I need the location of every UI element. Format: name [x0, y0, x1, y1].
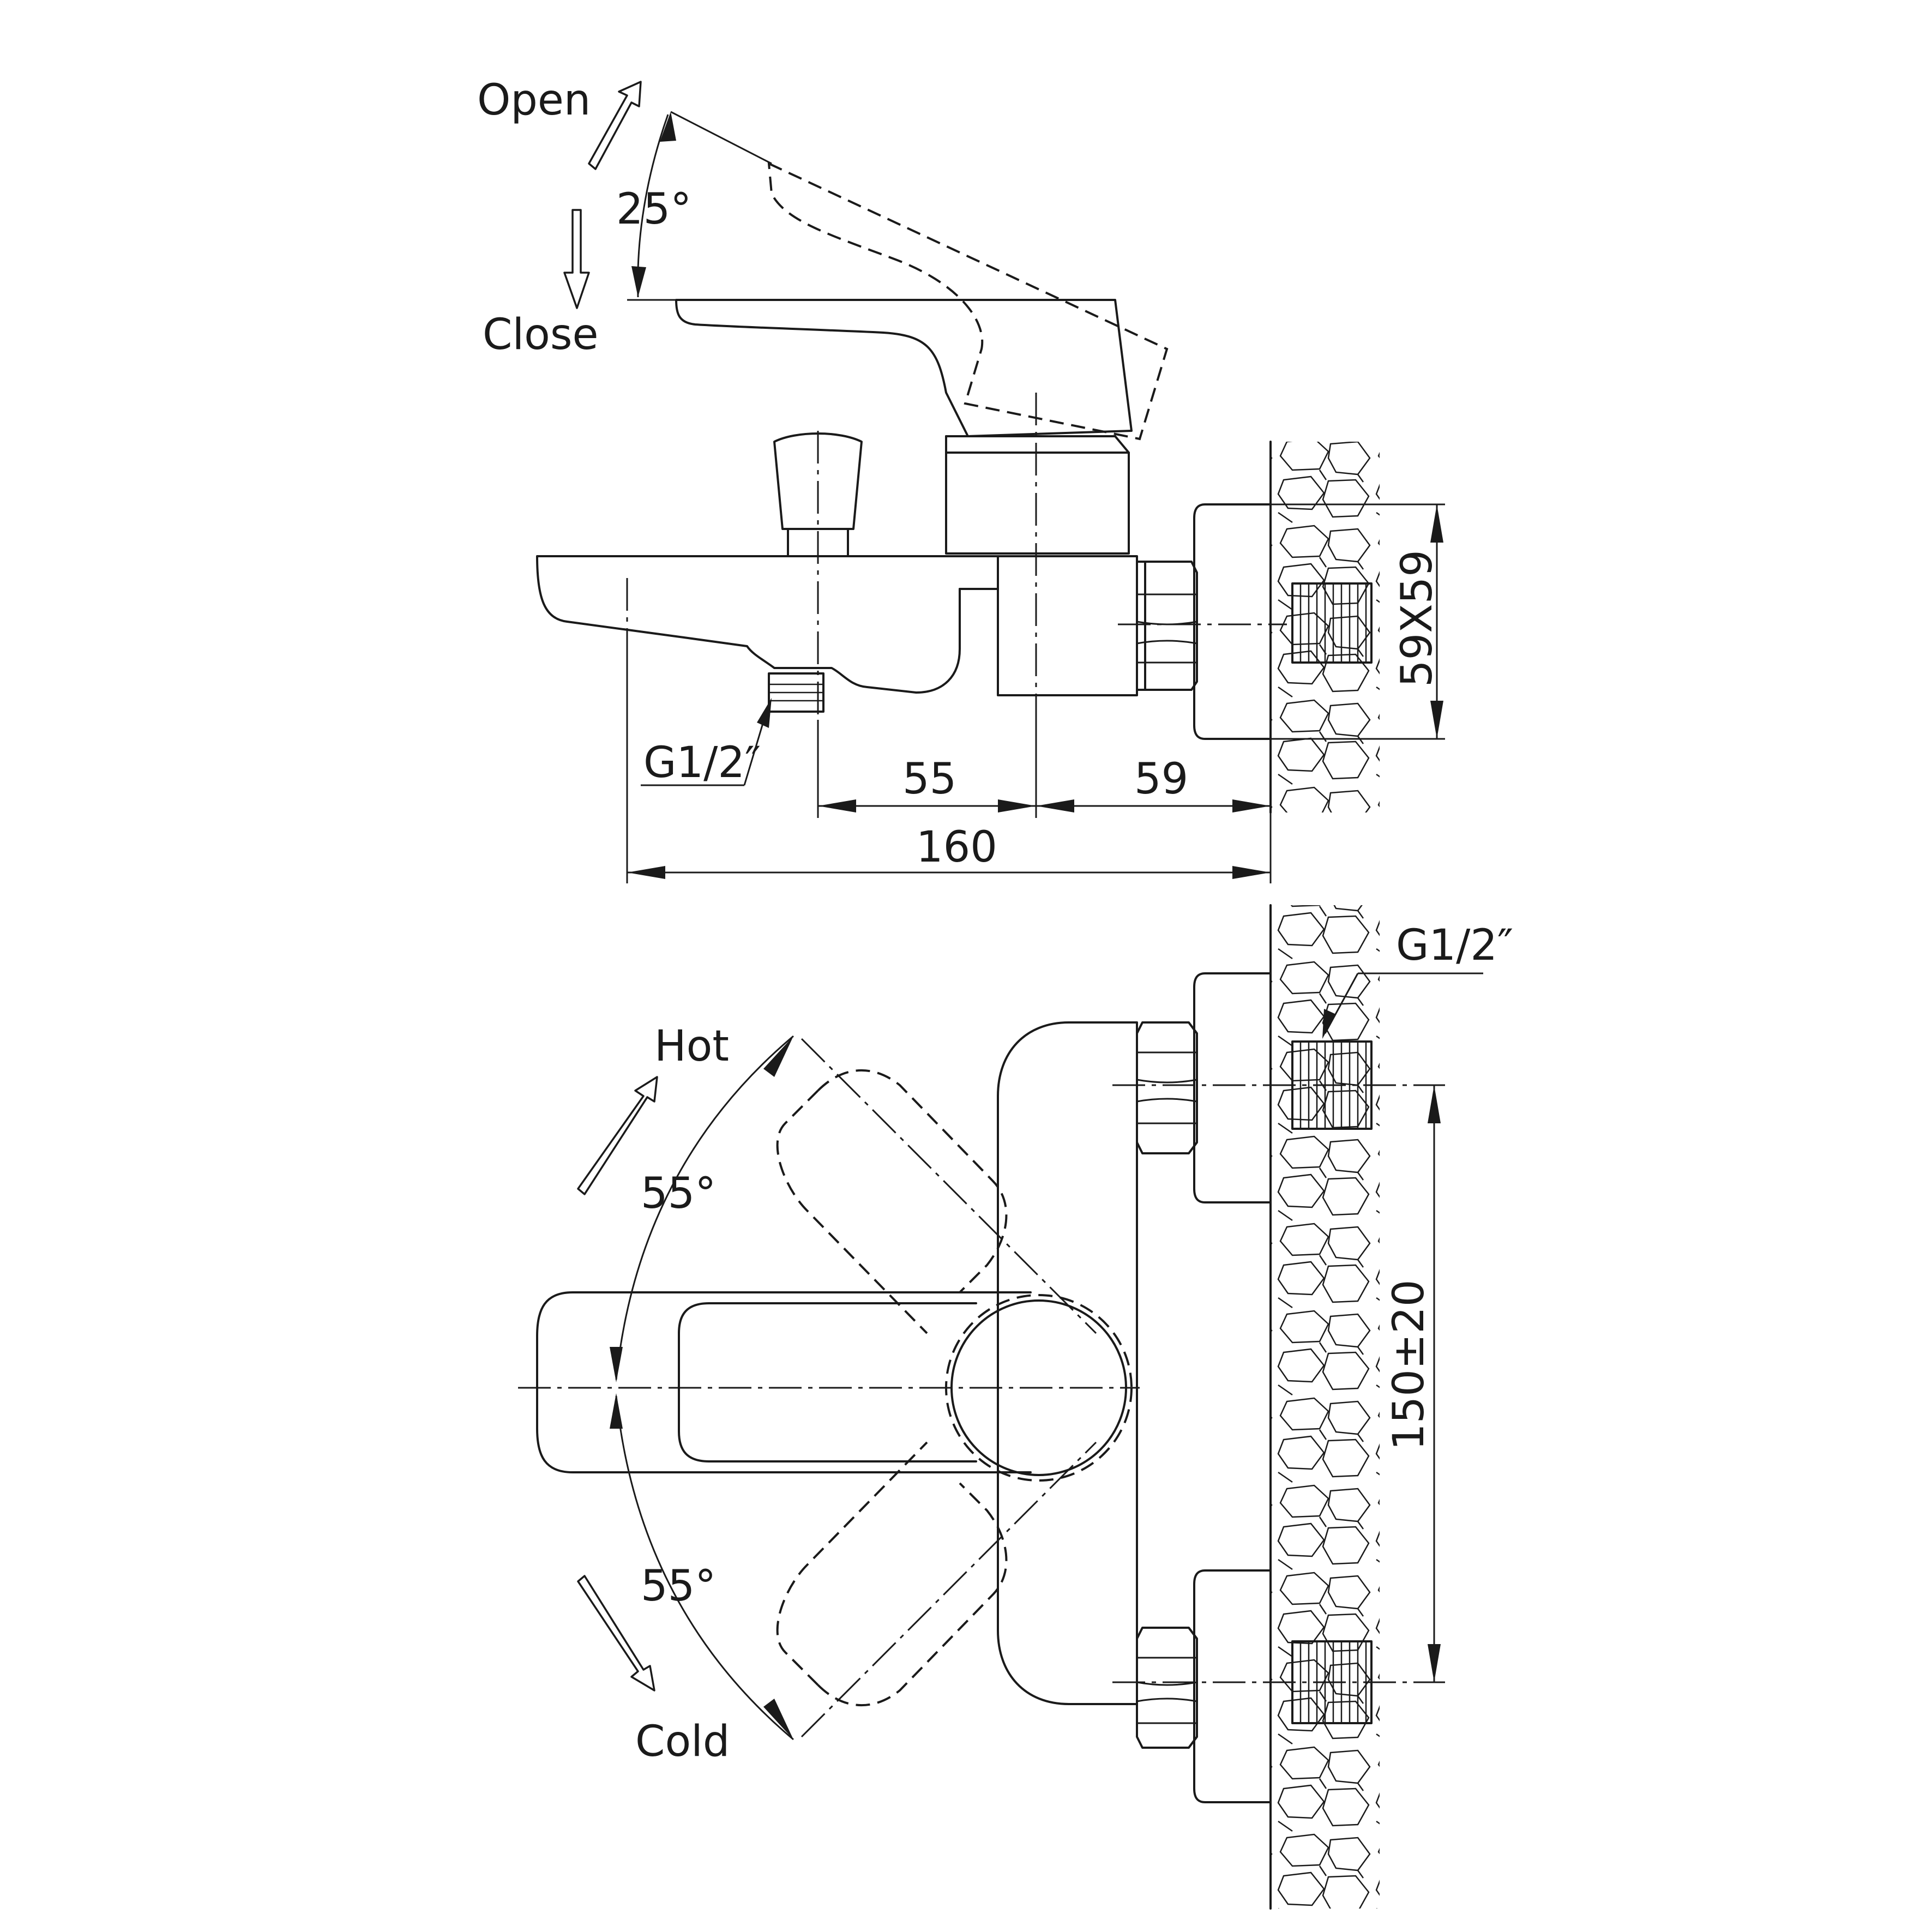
- cartridge-body: [945, 452, 1130, 555]
- hex-nut-side: [1136, 561, 1198, 691]
- cold-label: Cold: [635, 1717, 730, 1766]
- open-label: Open: [477, 76, 591, 125]
- cold-arrow-icon: [577, 1575, 655, 1692]
- lever-cold: [817, 1482, 1008, 1707]
- wall-flange-upper: [1193, 972, 1272, 1203]
- flange-size-label: 59X59: [1393, 550, 1442, 687]
- hot-label: Hot: [654, 1022, 729, 1071]
- lever-center: [536, 1291, 1032, 1473]
- wall-inlet-thread-upper: [1291, 1040, 1373, 1130]
- lever-hot: [817, 1069, 1008, 1293]
- lever-closed: [675, 299, 1133, 437]
- diverter-knob: [773, 432, 863, 530]
- hex-nut-top-lower: [1136, 1627, 1198, 1749]
- open-arrow-icon: [588, 81, 642, 170]
- inlet-thread-label: G1/2″: [1396, 921, 1513, 970]
- dim-55-label: 55: [902, 755, 956, 804]
- lever-open: [767, 161, 1169, 441]
- hot-angle-label: 55°: [641, 1169, 716, 1218]
- wall-flange-lower: [1193, 1569, 1272, 1803]
- inlet-spacing-label: 150±20: [1385, 1280, 1434, 1451]
- spout-body: [536, 555, 1138, 696]
- wall-inlet-thread-lower: [1291, 1640, 1373, 1724]
- top-view: [518, 972, 1445, 1803]
- outlet-thread-label: G1/2″: [643, 738, 761, 787]
- side-dimensions: [626, 111, 1445, 883]
- cold-angle-label: 55°: [641, 1562, 716, 1611]
- top-dimensions: [610, 972, 1483, 1741]
- dim-160-label: 160: [916, 823, 997, 872]
- mixer-body: [997, 1021, 1138, 1705]
- close-label: Close: [483, 310, 598, 359]
- close-arrow-icon: [563, 209, 590, 309]
- hot-arrow-icon: [577, 1076, 658, 1195]
- dim-59-label: 59: [1134, 755, 1188, 804]
- lever-angle-label: 25°: [616, 185, 691, 234]
- hex-nut-top-upper: [1136, 1021, 1198, 1154]
- wall-flange-side: [1193, 503, 1272, 740]
- side-view: [536, 161, 1373, 818]
- outlet-thread: [768, 672, 824, 713]
- wall-inlet-thread-side: [1291, 582, 1373, 664]
